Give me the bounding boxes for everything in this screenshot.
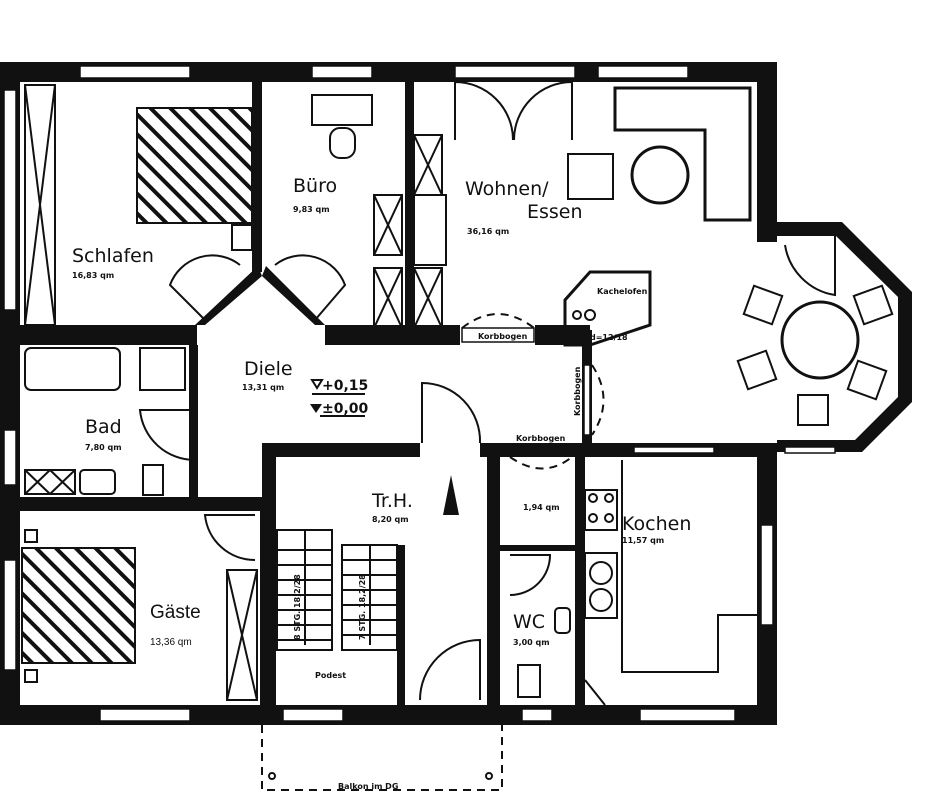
korbbogen-bottom-label: Korbbogen [516,434,566,443]
room-name-gaeste: Gäste [150,602,201,623]
furniture [21,84,894,706]
kachelofen-dimension: d=12/18 [590,333,628,342]
stairs-down-label: 7 STG. 18,2/28 [358,574,367,640]
bed-schlafen [136,107,253,224]
kachelofen [563,270,652,347]
sofa [613,86,752,222]
room-area-buero: 9,83 qm [293,205,330,214]
room-name-wohnen: Wohnen/ [465,178,549,200]
bed-gaeste [21,547,136,664]
room-area-wohnen: 36,16 qm [467,227,509,236]
kachelofen-label: Kachelofen [597,287,648,296]
room-area-diele: 13,31 qm [242,383,284,392]
level-base: ±0,00 [322,401,369,417]
doors [138,80,836,701]
room-labels: Schlafen 16,83 qm Büro 9,83 qm Wohnen/ E… [72,175,691,791]
room-area-treppenhaus: 8,20 qm [372,515,409,524]
room-name-essen: Essen [527,201,583,223]
room-area-schlafen: 16,83 qm [72,271,114,280]
korbbogen-top-label: Korbbogen [478,332,528,341]
shelves [373,134,447,329]
room-name-diele: Diele [244,358,293,380]
dining-table [780,300,860,380]
room-name-schlafen: Schlafen [72,245,154,267]
room-name-wc: WC [513,611,545,633]
interior-walls [0,82,777,725]
room-name-bad: Bad [85,416,122,438]
stairs-up-label: 8 STG. 18,2/28 [293,574,302,640]
balkon-label: Balkon im DG [338,782,398,791]
podest-label: Podest [315,671,346,680]
room-area-abstell: 1,94 qm [523,503,560,512]
room-name-kochen: Kochen [622,513,691,535]
room-area-wc: 3,00 qm [513,638,550,647]
room-area-kochen: 11,57 qm [622,536,664,545]
level-upper: +0,15 [322,378,368,394]
balkon-outline [261,725,503,791]
stairs [276,529,405,705]
room-name-treppenhaus: Tr.H. [371,490,413,512]
room-area-gaeste: 13,36 qm [150,637,192,648]
windows [3,65,836,722]
north-arrow-icon [443,475,459,515]
korbbogen-side-label: Korbbogen [573,366,582,416]
room-name-buero: Büro [293,175,337,197]
room-area-bad: 7,80 qm [85,443,122,452]
